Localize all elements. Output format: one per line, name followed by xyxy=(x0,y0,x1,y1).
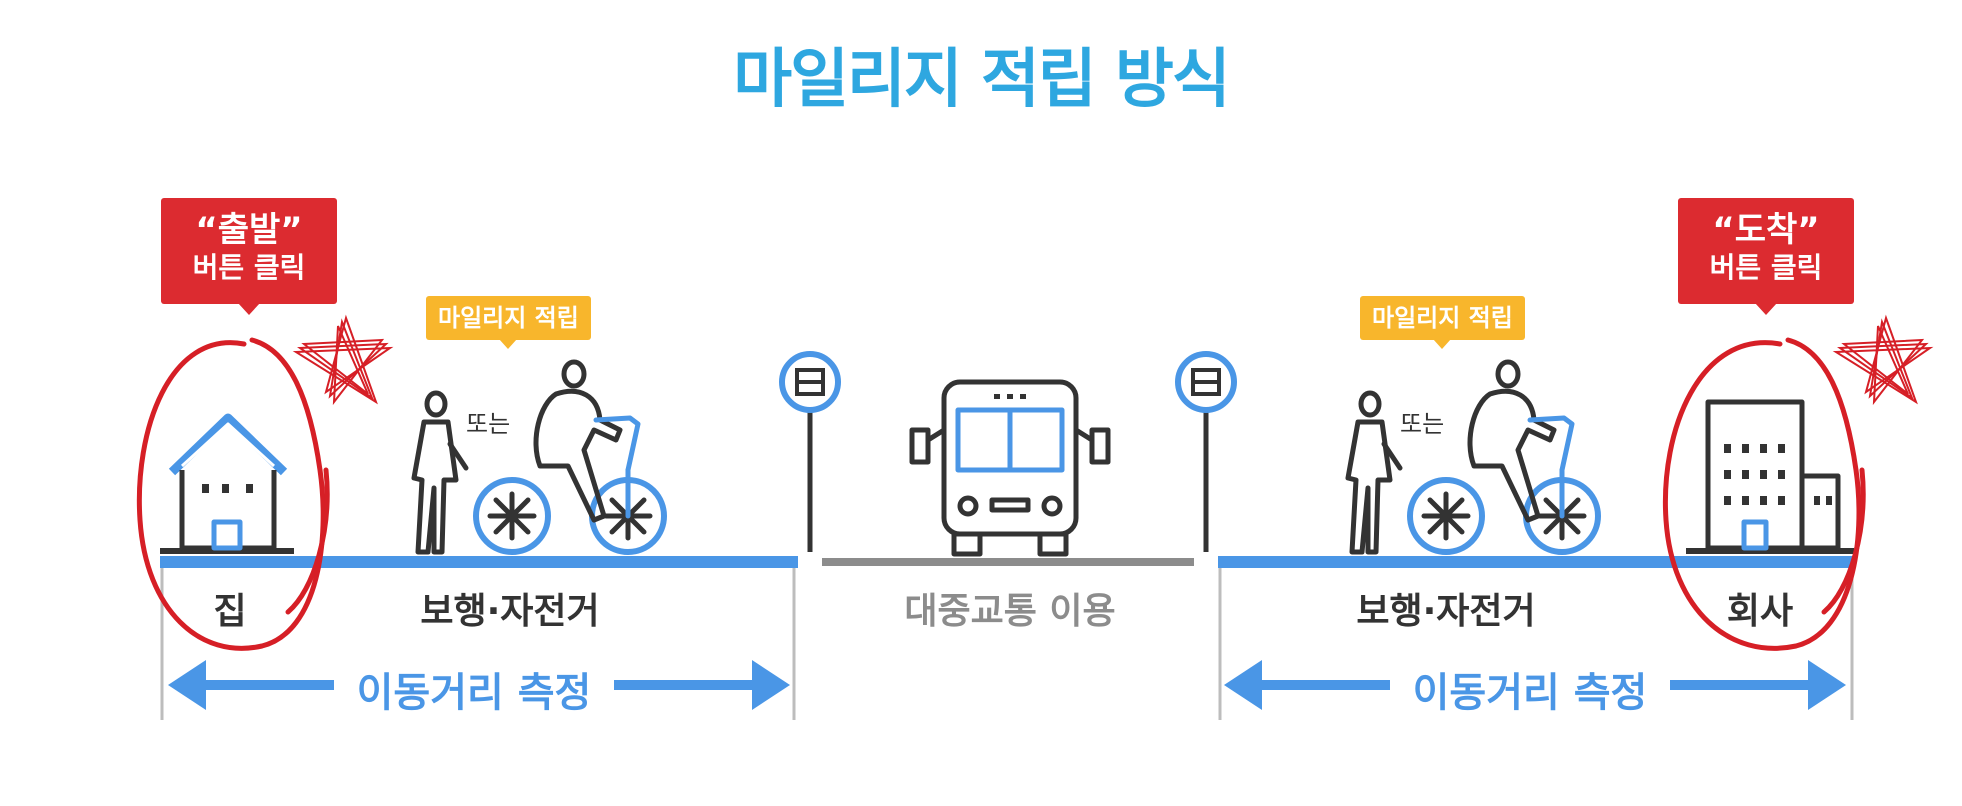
or-label-left: 또는 xyxy=(466,410,511,438)
end-callout: “도착” 버튼 클릭 xyxy=(1678,198,1854,315)
start-callout-text: 버튼 클릭 xyxy=(192,251,306,284)
or-label-right: 또는 xyxy=(1400,410,1445,438)
star-scribble-icon xyxy=(292,314,1934,406)
route-line-transit xyxy=(822,558,1194,566)
start-callout-quote: “출발” xyxy=(195,210,303,250)
start-callout: “출발” 버튼 클릭 xyxy=(161,198,337,315)
measure-label-right: 이동거리 측정 xyxy=(1390,660,1670,718)
arrow-right-icon xyxy=(1224,660,1846,710)
label-home: 집 xyxy=(213,591,247,632)
page-title: 마일리지 적립 방식 xyxy=(733,43,1231,117)
label-company: 회사 xyxy=(1726,591,1794,632)
label-walk-bike-right: 보행·자전거 xyxy=(1356,591,1536,632)
mileage-badge-right: 마일리지 적립 xyxy=(1360,296,1525,349)
pedestrian-icon xyxy=(411,390,469,555)
route-line-right xyxy=(1218,556,1854,568)
bus-stop-icon xyxy=(779,351,841,552)
cyclist-icon xyxy=(473,359,667,555)
label-walk-bike-left: 보행·자전거 xyxy=(420,591,600,632)
route-line-left xyxy=(160,556,798,568)
measure-bracket-right xyxy=(1218,568,1854,720)
house-icon xyxy=(168,413,288,551)
circle-highlight-icon xyxy=(136,337,1866,651)
mileage-badge-left: 마일리지 적립 xyxy=(426,296,591,349)
office-building-icon xyxy=(1705,399,1841,551)
end-callout-quote: “도착” xyxy=(1712,210,1820,250)
measure-label-left: 이동거리 측정 xyxy=(334,660,614,718)
end-callout-text: 버튼 클릭 xyxy=(1709,251,1823,284)
bus-icon xyxy=(909,379,1111,557)
arrow-left-icon xyxy=(168,660,790,710)
label-public-transit: 대중교통 이용 xyxy=(904,591,1116,632)
